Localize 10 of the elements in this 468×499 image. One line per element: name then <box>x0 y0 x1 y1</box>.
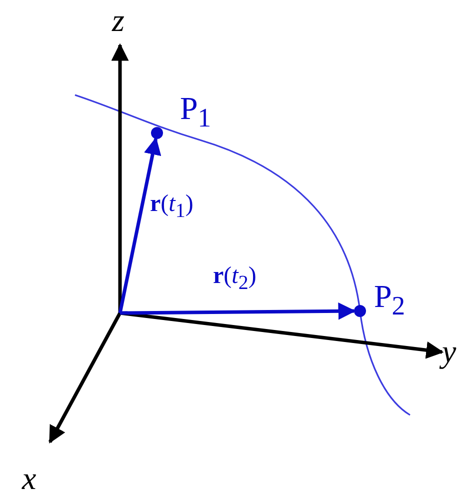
point-marker <box>151 127 163 139</box>
position-vector-arrow <box>120 302 356 320</box>
point-marker <box>354 305 366 317</box>
point-label: P$_{2}$ <box>374 280 406 320</box>
position-vector-arrow <box>118 137 162 314</box>
vector-label: r(t$_{2}$) <box>213 264 256 293</box>
axis-label: z <box>112 4 124 36</box>
axis-label: x <box>22 462 36 494</box>
point-label: P$_{1}$ <box>180 92 212 132</box>
vector-label: r(t$_{1}$) <box>150 192 194 221</box>
